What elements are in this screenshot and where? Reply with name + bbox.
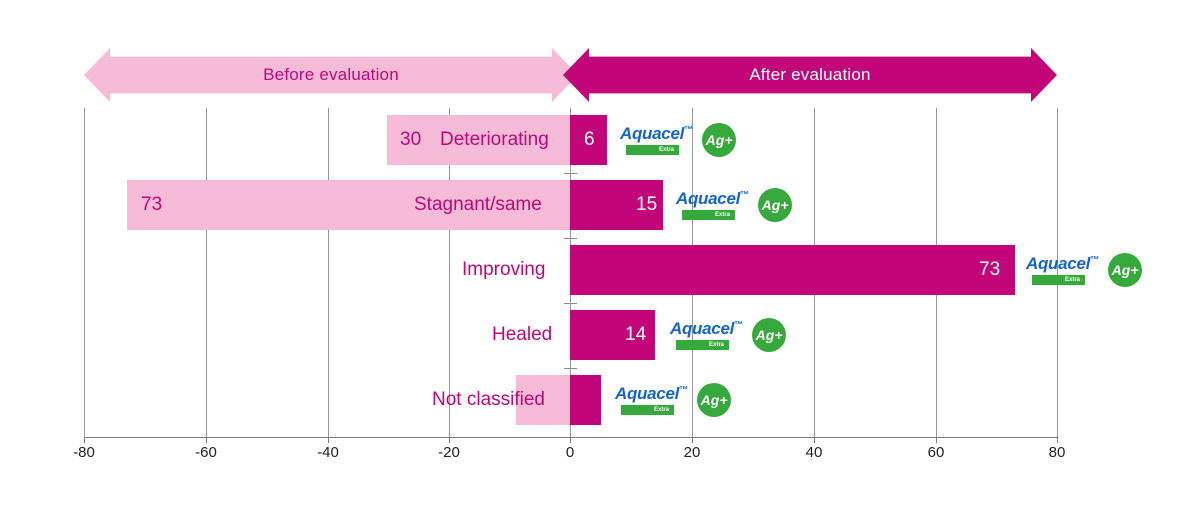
- x-axis-line: [84, 437, 1058, 438]
- value-positive-stagnant-same: 15: [636, 194, 658, 215]
- aquacel-word: Aquacel™: [1026, 255, 1099, 272]
- x-tick--60: [206, 437, 207, 443]
- x-tick-60: [936, 437, 937, 443]
- evaluation-arrow-band: Before evaluation After evaluation: [0, 0, 1198, 110]
- ag-plus-text: Ag+: [1111, 262, 1139, 278]
- category-label-deteriorating: Deteriorating: [440, 129, 549, 150]
- aquacel-wordmark: Aquacel™ Extra: [620, 125, 693, 155]
- row-tick-2: [564, 238, 577, 239]
- x-tick-20: [692, 437, 693, 443]
- ag-plus-badge: Ag+: [752, 318, 787, 352]
- ag-plus-text: Ag+: [761, 197, 789, 213]
- x-tick-label--60: -60: [195, 444, 217, 461]
- aquacel-word: Aquacel™: [676, 190, 749, 207]
- aquacel-extra-bar: Extra: [682, 210, 735, 220]
- x-tick-label--20: -20: [438, 444, 460, 461]
- x-tick-40: [814, 437, 815, 443]
- value-positive-healed: 14: [625, 324, 647, 345]
- aquacel-word-text: Aquacel: [615, 384, 680, 403]
- aquacel-word-text: Aquacel: [1026, 254, 1091, 273]
- x-tick-80: [1057, 437, 1058, 443]
- aquacel-logo-deteriorating: Aquacel™ Extra Ag+: [620, 123, 737, 157]
- aquacel-word: Aquacel™: [615, 385, 688, 402]
- category-label-improving: Improving: [462, 259, 546, 280]
- aquacel-extra-text: Extra: [1064, 277, 1080, 283]
- aquacel-extra-bar: Extra: [621, 405, 674, 415]
- aquacel-extra-bar: Extra: [626, 145, 679, 155]
- trademark-icon: ™: [684, 124, 694, 135]
- x-tick-label-40: 40: [805, 444, 823, 461]
- aquacel-extra-text: Extra: [714, 212, 730, 218]
- bar-positive-stagnant-same: [570, 180, 663, 230]
- aquacel-wordmark: Aquacel™ Extra: [1026, 255, 1099, 285]
- bar-positive-deteriorating: [570, 115, 607, 165]
- after-evaluation-arrow: After evaluation: [563, 48, 1057, 102]
- before-evaluation-label: Before evaluation: [263, 65, 399, 84]
- x-tick-label--80: -80: [73, 444, 95, 461]
- gridline--20: [449, 108, 450, 438]
- x-tick-label-20: 20: [683, 444, 701, 461]
- aquacel-logo-healed: Aquacel™ Extra Ag+: [670, 318, 787, 352]
- x-tick-label--40: -40: [317, 444, 339, 461]
- bar-negative-deteriorating: [387, 115, 570, 165]
- aquacel-logo-not-classified: Aquacel™ Extra Ag+: [615, 383, 732, 417]
- aquacel-logo-stagnant-same: Aquacel™ Extra Ag+: [676, 188, 793, 222]
- ag-plus-badge: Ag+: [702, 123, 737, 157]
- ag-plus-text: Ag+: [700, 392, 728, 408]
- aquacel-word-text: Aquacel: [620, 124, 685, 143]
- bar-positive-healed: [570, 310, 655, 360]
- value-positive-deteriorating: 6: [584, 129, 595, 150]
- ag-plus-badge: Ag+: [697, 383, 732, 417]
- gridline--40: [328, 108, 329, 438]
- x-tick-label-0: 0: [565, 444, 575, 461]
- ag-plus-badge: Ag+: [1108, 253, 1143, 287]
- gridline--60: [206, 108, 207, 438]
- aquacel-extra-text: Extra: [653, 407, 669, 413]
- value-negative-stagnant-same: 73: [141, 194, 163, 215]
- value-positive-improving: 73: [979, 259, 1001, 280]
- row-tick-1: [564, 173, 577, 174]
- aquacel-extra-text: Extra: [708, 342, 724, 348]
- gridline--80: [84, 108, 85, 438]
- before-evaluation-arrow: Before evaluation: [84, 48, 578, 102]
- x-tick--20: [449, 437, 450, 443]
- bar-negative-not-classified: [516, 375, 570, 425]
- row-tick-3: [564, 303, 577, 304]
- aquacel-logo-improving: Aquacel™ Extra Ag+: [1026, 253, 1143, 287]
- category-label-not-classified: Not classified: [432, 389, 545, 410]
- x-tick-0: [570, 437, 571, 443]
- category-label-healed: Healed: [492, 324, 553, 345]
- x-tick-label-60: 60: [927, 444, 945, 461]
- bar-positive-improving: [570, 245, 1015, 295]
- aquacel-extra-bar: Extra: [1032, 275, 1085, 285]
- aquacel-wordmark: Aquacel™ Extra: [676, 190, 749, 220]
- gridline-80: [1057, 108, 1058, 438]
- aquacel-extra-bar: Extra: [676, 340, 729, 350]
- x-tick--40: [328, 437, 329, 443]
- trademark-icon: ™: [740, 189, 750, 200]
- category-label-stagnant-same: Stagnant/same: [414, 194, 542, 215]
- row-tick-4: [564, 368, 577, 369]
- aquacel-wordmark: Aquacel™ Extra: [670, 320, 743, 350]
- aquacel-wordmark: Aquacel™ Extra: [615, 385, 688, 415]
- aquacel-word: Aquacel™: [620, 125, 693, 142]
- aquacel-word-text: Aquacel: [670, 319, 735, 338]
- after-evaluation-label: After evaluation: [749, 65, 871, 84]
- ag-plus-text: Ag+: [755, 327, 783, 343]
- x-tick-label-80: 80: [1048, 444, 1066, 461]
- ag-plus-badge: Ag+: [758, 188, 793, 222]
- trademark-icon: ™: [679, 384, 689, 395]
- bar-negative-stagnant-same: [127, 180, 570, 230]
- ag-plus-text: Ag+: [705, 132, 733, 148]
- bar-positive-not-classified: [570, 375, 601, 425]
- aquacel-word: Aquacel™: [670, 320, 743, 337]
- trademark-icon: ™: [1090, 254, 1100, 265]
- x-tick--80: [84, 437, 85, 443]
- value-negative-deteriorating: 30: [400, 129, 422, 150]
- trademark-icon: ™: [734, 319, 744, 330]
- aquacel-extra-text: Extra: [658, 147, 674, 153]
- aquacel-word-text: Aquacel: [676, 189, 741, 208]
